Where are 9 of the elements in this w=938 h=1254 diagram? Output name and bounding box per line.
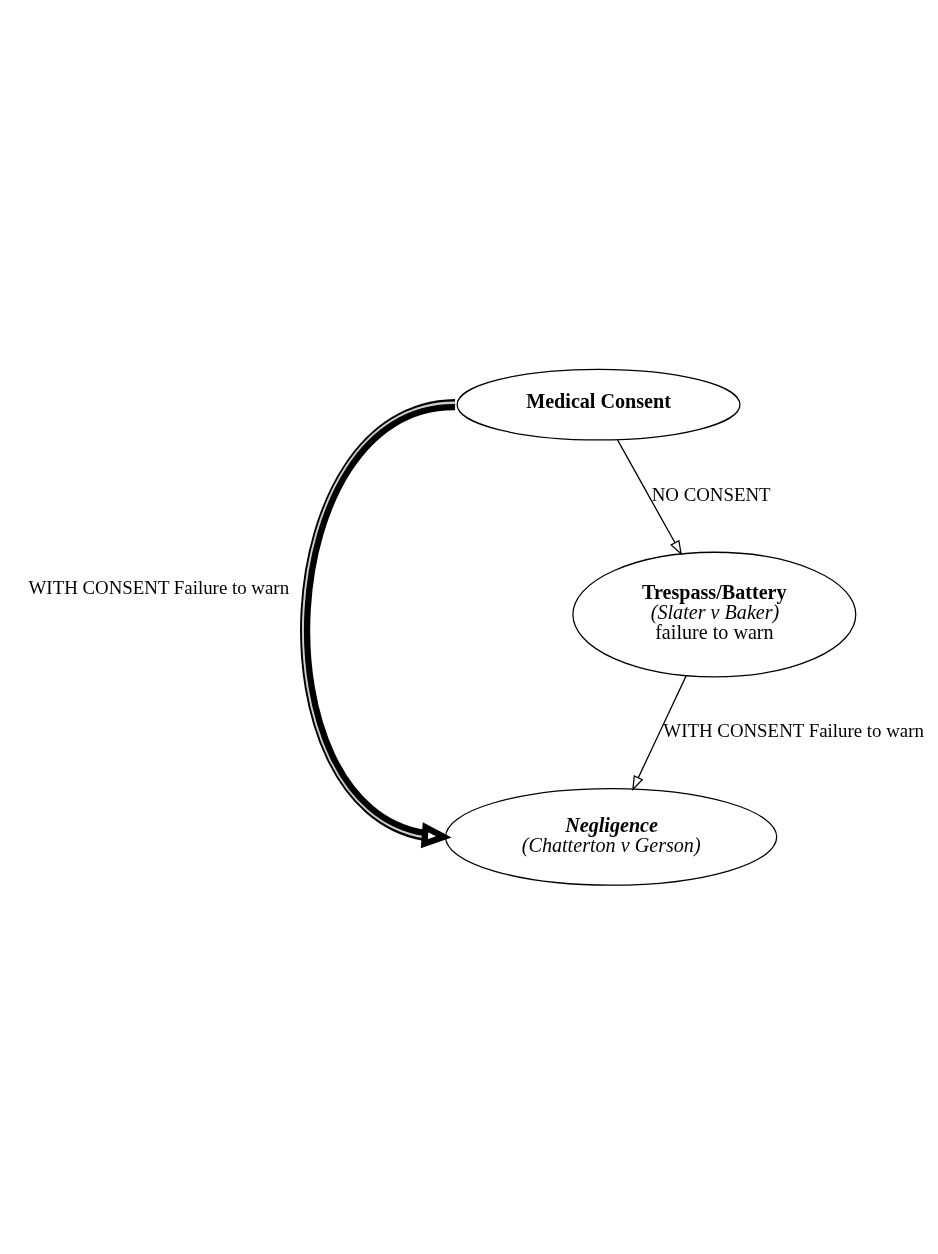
edge-label: WITH CONSENT Failure to warn (663, 720, 924, 742)
arrow (632, 675, 687, 791)
node-ellipse: Negligence (Chatterton v Gerson) (444, 788, 778, 886)
edge-label: NO CONSENT (651, 483, 771, 505)
node-ellipse: Medical Consent (456, 368, 741, 441)
arrow (300, 399, 456, 849)
edge-label: WITH CONSENT Failure to warn (28, 576, 290, 598)
node-ellipse: Trespass/Battery (Slater v Baker) failure to warn (572, 551, 857, 678)
arrow (617, 439, 683, 556)
